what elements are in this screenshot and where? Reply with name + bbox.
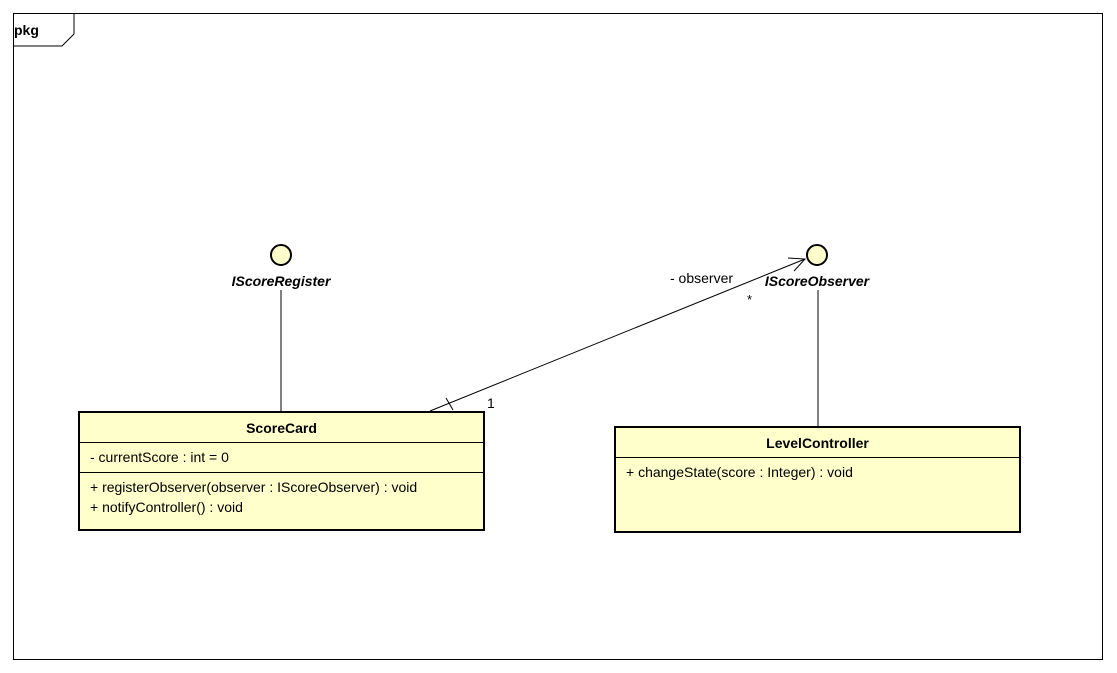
levelcontroller-operation: + changeState(score : Integer) : void — [626, 464, 853, 480]
scorecard-class-name: ScoreCard — [80, 413, 483, 443]
package-label: pkg — [14, 22, 39, 38]
scorecard-attribute: - currentScore : int = 0 — [90, 449, 229, 465]
association-role-label: - observer — [670, 270, 734, 286]
levelcontroller-class[interactable]: LevelController + changeState(score : In… — [614, 426, 1021, 533]
iscoreobserver-interface-name: IScoreObserver — [764, 273, 870, 289]
scorecard-attributes: - currentScore : int = 0 — [80, 443, 483, 473]
scorecard-operation: + registerObserver(observer : IScoreObse… — [90, 479, 418, 495]
association-source-multiplicity: 1 — [487, 395, 495, 411]
iscoreregister-interface-icon[interactable] — [270, 244, 292, 266]
association-target-multiplicity: * — [747, 292, 753, 307]
package-frame — [13, 13, 1103, 660]
scorecard-class[interactable]: ScoreCard - currentScore : int = 0 + reg… — [78, 411, 485, 531]
iscoreobserver-interface-icon[interactable] — [806, 244, 828, 266]
association-line — [429, 258, 806, 412]
levelcontroller-class-name: LevelController — [616, 428, 1019, 458]
scorecard-operation: + notifyController() : void — [90, 499, 243, 515]
levelcontroller-operations: + changeState(score : Integer) : void — [616, 458, 1019, 486]
association-non-navigable-mark — [445, 397, 454, 411]
iscoreregister-interface-name: IScoreRegister — [231, 273, 331, 289]
package-tab — [13, 13, 75, 47]
scorecard-operations: + registerObserver(observer : IScoreObse… — [80, 473, 483, 521]
association-arrowhead — [787, 257, 807, 272]
